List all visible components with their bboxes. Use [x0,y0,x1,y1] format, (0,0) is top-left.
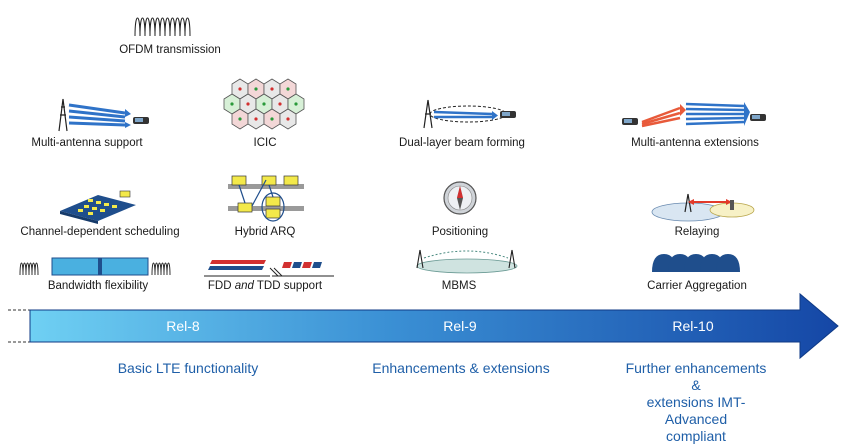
multi-antenna-extensions-icon [622,102,766,128]
mbms-label: MBMS [441,280,477,292]
icic-label: ICIC [253,137,277,149]
fdd-tdd-label-post: TDD support [253,280,323,292]
ofdm-label: OFDM transmission [119,44,221,56]
rel10-description: Further enhancements & extensions IMT-Ad… [624,360,769,445]
bandwidth-flexibility-icon [19,257,171,276]
rel8-description: Basic LTE functionality [117,360,259,376]
multi-antenna-ext-label: Multi-antenna extensions [631,137,759,149]
harq-label: Hybrid ARQ [234,226,296,238]
rel10-description-line1: Further enhancements & [625,360,767,393]
icic-hexgrid-icon [223,78,305,130]
rel10-label: Rel-10 [672,318,714,334]
dual-layer-beamforming-icon [423,99,516,129]
timeline-arrow [8,292,839,360]
rel10-description-line2: extensions IMT-Advanced [646,394,746,427]
relaying-icon [651,193,755,222]
rel9-label: Rel-9 [443,318,477,334]
carrier-aggregation-label: Carrier Aggregation [647,280,747,292]
channel-scheduling-label: Channel-dependent scheduling [20,226,180,238]
rel8-label: Rel-8 [166,318,200,334]
multi-antenna-icon [58,98,149,132]
positioning-compass-icon [443,181,477,215]
relaying-label: Relaying [674,226,720,238]
fdd-tdd-label-and: and [234,280,254,292]
carrier-aggregation-icon [652,254,740,272]
fdd-tdd-icon [204,260,334,277]
rel10-description-line3: compliant [666,428,726,444]
rel9-description: Enhancements & extensions [372,360,550,376]
fdd-tdd-label-pre: FDD [207,280,235,292]
positioning-label: Positioning [431,226,489,238]
ofdm-waveform-icon [134,17,191,37]
mbms-icon [416,249,518,274]
multi-antenna-label: Multi-antenna support [31,137,143,149]
fdd-tdd-label: FDD and TDD support [208,280,322,292]
hybrid-arq-icon [228,175,304,222]
channel-scheduling-icon [60,190,136,224]
bandwidth-label: Bandwidth flexibility [47,280,149,292]
dual-layer-label: Dual-layer beam forming [399,137,525,149]
